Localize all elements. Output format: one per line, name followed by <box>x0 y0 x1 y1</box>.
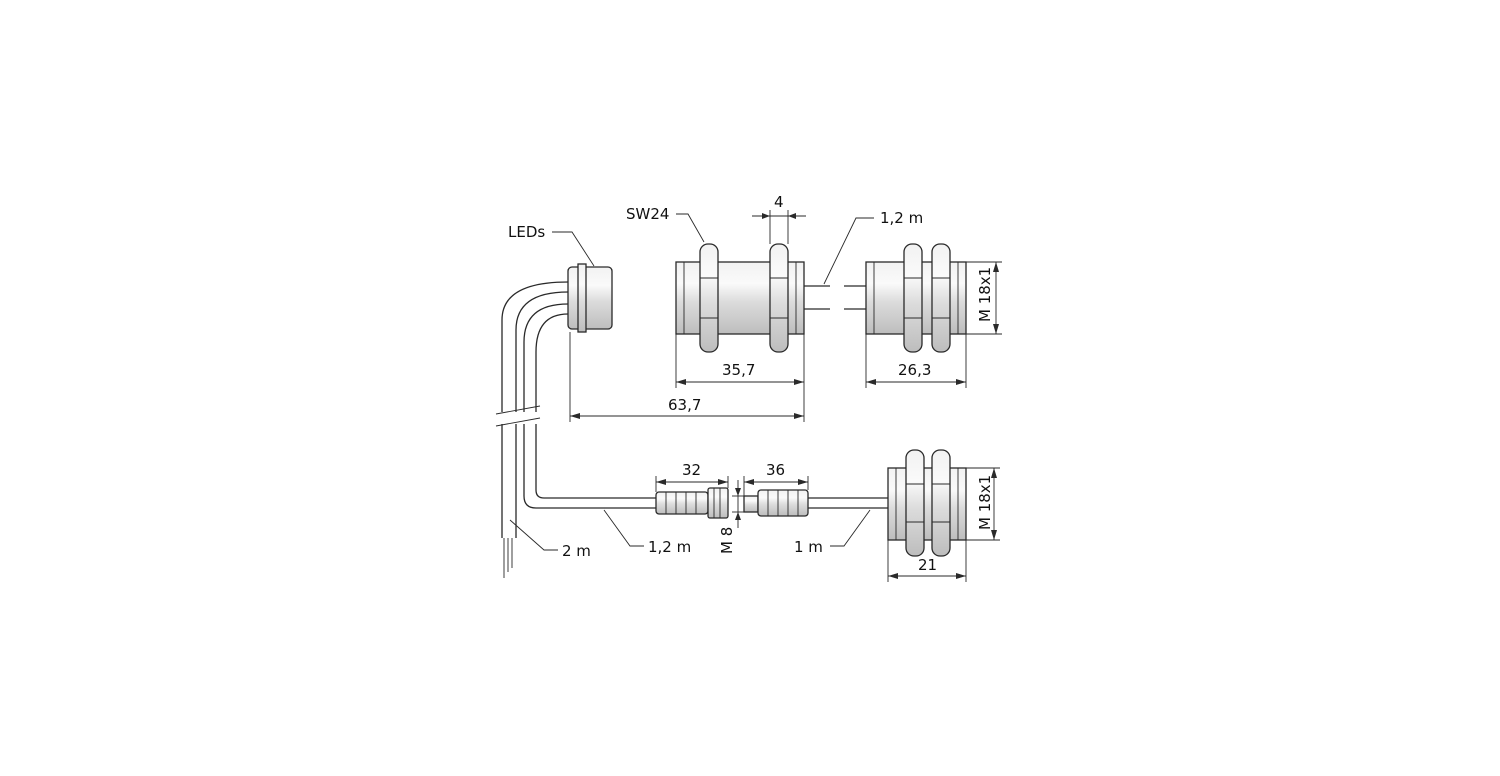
label-connector-male: 32 <box>682 461 701 479</box>
dimension-lines <box>569 210 1002 582</box>
m8-male-connector <box>655 487 729 519</box>
label-cable-pigtail: 1,2 m <box>648 538 691 556</box>
nut-left <box>699 243 719 353</box>
leader-lines <box>509 213 874 551</box>
nut-right <box>769 243 789 353</box>
label-cable-bottom: 1 m <box>794 538 823 556</box>
label-cable-top: 1,2 m <box>880 209 923 227</box>
labels: LEDs SW24 4 1,2 m 35,7 26,3 63,7 32 36 2… <box>508 193 994 574</box>
label-leds: LEDs <box>508 223 545 241</box>
label-thread-top: M 18x1 <box>976 267 994 322</box>
label-body-length: 35,7 <box>722 361 755 379</box>
label-connector-female: 36 <box>766 461 785 479</box>
label-bottom-length: 21 <box>918 556 937 574</box>
m8-female-connector <box>743 489 888 517</box>
label-thread-bottom: M 18x1 <box>976 475 994 530</box>
label-cable-main: 2 m <box>562 542 591 560</box>
label-wrench-size: SW24 <box>626 205 669 223</box>
label-nut-width: 4 <box>774 193 784 211</box>
label-connector-thread: M 8 <box>718 527 736 554</box>
label-total-length: 63,7 <box>668 396 701 414</box>
receiver-top <box>844 243 967 353</box>
cable-bundle <box>495 281 656 578</box>
receiver-bottom <box>887 449 967 557</box>
main-sensor <box>567 243 830 353</box>
label-receiver-length: 26,3 <box>898 361 931 379</box>
